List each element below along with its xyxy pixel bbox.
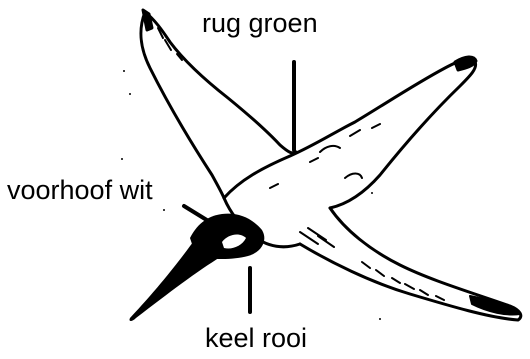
beak: [129, 238, 222, 321]
bird-body: [224, 59, 476, 208]
speck: [163, 209, 165, 211]
label-back: rug groen: [202, 10, 318, 37]
wing-feathers: [300, 228, 444, 300]
wing-tip-far: [455, 57, 476, 70]
speck: [121, 158, 123, 160]
speck: [129, 93, 131, 95]
upper-wing-tip: [143, 10, 152, 30]
label-forehead: voorhoof wit: [7, 177, 153, 204]
speck: [379, 318, 381, 320]
speck: [371, 192, 373, 194]
leader-line-forehead: [184, 206, 210, 222]
speck: [123, 70, 125, 72]
label-throat: keel rooi: [205, 325, 307, 352]
